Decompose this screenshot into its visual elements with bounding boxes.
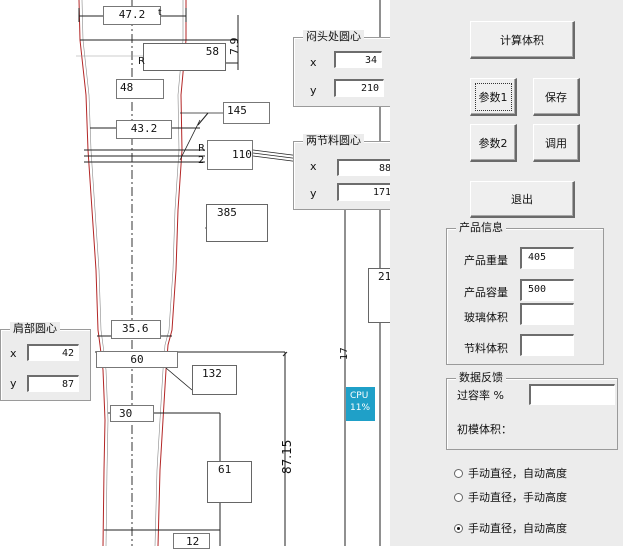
cpu-percent: 11% xyxy=(350,403,371,413)
dim-12[interactable]: 12 xyxy=(173,533,210,549)
product-weight-label: 产品重量 xyxy=(464,254,508,267)
joint-x-label: x xyxy=(310,160,317,173)
shoulder-y-label: y xyxy=(10,377,17,390)
dim-30[interactable]: 30 xyxy=(110,405,154,422)
glass-volume-input[interactable] xyxy=(520,303,574,325)
bottle-outline-left-gray xyxy=(81,0,109,546)
head-x-label: x xyxy=(310,56,317,69)
product-info-caption: 产品信息 xyxy=(456,221,506,235)
mode-radio-3-label: 手动直径，自动高度 xyxy=(468,522,567,535)
dim-side: 17 xyxy=(339,347,350,360)
product-weight-input[interactable]: 405 xyxy=(520,247,574,269)
overfill-rate-label: 过容率 % xyxy=(457,389,504,402)
joint-center-caption: 两节料圆心 xyxy=(303,134,364,148)
shoulder-x-input[interactable]: 42 xyxy=(27,344,79,361)
bottle-outline-left xyxy=(78,0,106,546)
dim-label-r3: 2 xyxy=(198,155,205,166)
mode-radio-2[interactable]: 手动直径，手动高度 xyxy=(454,489,567,505)
bottle-outline-right-gray xyxy=(154,0,184,546)
product-capacity-input[interactable]: 500 xyxy=(520,279,574,301)
data-feedback-caption: 数据反馈 xyxy=(456,371,506,385)
save-button[interactable]: 保存 xyxy=(533,78,580,116)
data-feedback-group: 数据反馈 过容率 % 初模体积： xyxy=(446,371,618,450)
dim-43-2[interactable]: 43.2 xyxy=(116,120,172,139)
mode-radio-1-label: 手动直径，自动高度 xyxy=(468,467,567,480)
dim-tag-mark: t xyxy=(158,8,162,18)
head-y-label: y xyxy=(310,84,317,97)
joint-x-input[interactable]: 88 xyxy=(337,159,396,176)
radio-circle-icon xyxy=(454,492,463,502)
product-capacity-label: 产品容量 xyxy=(464,286,508,299)
dim-48[interactable]: 48 xyxy=(116,79,164,99)
head-center-group: 闷头处圆心 x 34 y 210 xyxy=(293,30,393,107)
dim-height: 87.15 xyxy=(280,439,294,474)
joint-volume-input[interactable] xyxy=(520,334,574,356)
dim-neck[interactable]: 58 xyxy=(143,43,226,71)
head-x-input[interactable]: 34 xyxy=(334,51,382,68)
calculate-volume-button[interactable]: 计算体积 xyxy=(470,21,575,59)
joint-y-input[interactable]: 171 xyxy=(337,183,396,201)
param2-button[interactable]: 参数2 xyxy=(470,124,517,162)
mode-radio-3[interactable]: 手动直径，自动高度 xyxy=(454,520,567,536)
load-button[interactable]: 调用 xyxy=(533,124,580,162)
cpu-label: CPU xyxy=(350,391,369,401)
exit-button[interactable]: 退出 xyxy=(470,181,575,218)
shoulder-y-input[interactable]: 87 xyxy=(27,375,79,392)
shoulder-center-caption: 肩部圆心 xyxy=(10,322,60,336)
dim-61[interactable]: 61 xyxy=(207,461,252,503)
dim-385[interactable]: 385 xyxy=(206,204,268,242)
shoulder-center-group: 肩部圆心 x 42 y 87 xyxy=(0,322,91,401)
dim-vertical: 7.9 xyxy=(228,37,241,56)
dim-132[interactable]: 132 xyxy=(192,365,237,395)
param1-button[interactable]: 参数1 xyxy=(470,78,517,116)
initial-mold-volume-label: 初模体积： xyxy=(457,423,512,436)
mode-radio-1[interactable]: 手动直径，自动高度 xyxy=(454,465,567,481)
shoulder-x-label: x xyxy=(10,347,17,360)
control-panel: 计算体积 参数1 保存 参数2 调用 退出 产品信息 产品重量 405 产品容量… xyxy=(390,0,623,546)
head-center-caption: 闷头处圆心 xyxy=(303,30,364,44)
dim-top-width[interactable]: 47.2 xyxy=(103,6,161,25)
head-y-input[interactable]: 210 xyxy=(334,79,384,97)
radio-selected-icon xyxy=(454,523,463,533)
cpu-usage-badge: CPU 11% xyxy=(346,387,375,421)
joint-center-group: 两节料圆心 x 88 y 171 xyxy=(293,134,403,210)
dim-label-r2: R xyxy=(198,143,205,154)
product-info-group: 产品信息 产品重量 405 产品容量 500 玻璃体积 节料体积 xyxy=(446,221,604,365)
dim-60[interactable]: 60 xyxy=(96,351,178,368)
dim-35-6[interactable]: 35.6 xyxy=(111,320,161,339)
glass-volume-label: 玻璃体积 xyxy=(464,311,508,324)
bottle-outline-right xyxy=(157,0,187,546)
dim-145[interactable]: 145 xyxy=(223,102,270,124)
overfill-rate-input[interactable] xyxy=(529,384,615,405)
dim-110[interactable]: 110 xyxy=(207,140,253,170)
dim-label-r1: R xyxy=(138,56,145,67)
joint-y-label: y xyxy=(310,187,317,200)
radio-circle-icon xyxy=(454,468,463,478)
mode-radio-2-label: 手动直径，手动高度 xyxy=(468,491,567,504)
joint-volume-label: 节料体积 xyxy=(464,342,508,355)
